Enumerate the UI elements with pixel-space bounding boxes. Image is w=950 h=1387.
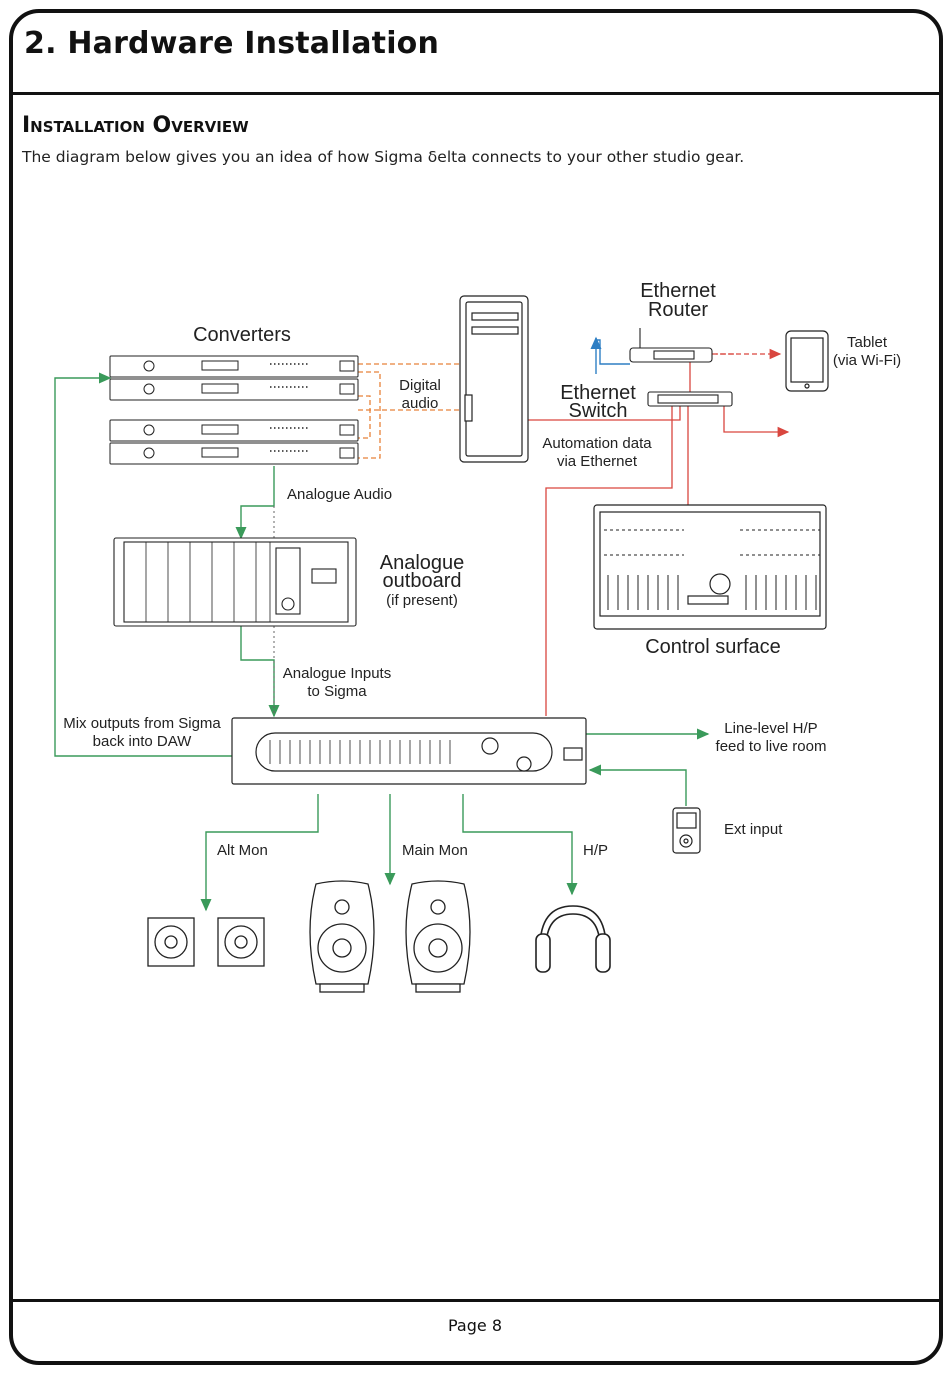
tablet-label-2: (via Wi-Fi) [833, 352, 901, 369]
page-number: Page 8 [448, 1316, 502, 1335]
automation-label-2: via Ethernet [557, 453, 638, 470]
automation-label-1: Automation data [542, 435, 652, 452]
ethernet-router-label-2: Router [648, 299, 708, 321]
analogue-outboard-label-1: Analogue [380, 552, 465, 574]
headphones [535, 905, 611, 973]
main-mon-label: Main Mon [402, 842, 468, 859]
ext-input-label: Ext input [724, 821, 783, 838]
digital-audio-label-1: Digital [399, 377, 441, 394]
ethernet-switch [647, 391, 733, 407]
analogue-outboard-rack [113, 537, 357, 627]
ethernet-lines [528, 348, 790, 716]
footer-rule [9, 1299, 943, 1302]
line-level-label-2: feed to live room [716, 738, 827, 755]
wifi-line [596, 339, 630, 365]
main-mon-speakers [309, 880, 471, 993]
control-surface-faders [607, 575, 817, 610]
analogue-inputs-label-1: Analogue Inputs [283, 665, 391, 682]
line-level-label-1: Line-level H/P [724, 720, 817, 737]
ethernet-router [629, 328, 713, 363]
page-title: 2. Hardware Installation [24, 26, 440, 61]
mix-outputs-label-2: back into DAW [93, 733, 192, 750]
sigma-delta-unit [231, 717, 587, 785]
outboard-modules [145, 542, 271, 622]
if-present-label: (if present) [386, 592, 458, 609]
section-title: Installation Overview [22, 113, 249, 138]
computer-tower [459, 295, 529, 463]
digital-audio-lines [358, 363, 460, 459]
ethernet-switch-label-2: Switch [569, 400, 628, 422]
tablet [785, 330, 829, 392]
analogue-inputs-label-2: to Sigma [307, 683, 367, 700]
control-surface [593, 504, 827, 630]
tablet-label-1: Tablet [847, 334, 888, 351]
converter-rack [109, 355, 359, 465]
header-rule [9, 92, 943, 95]
hp-label: H/P [583, 842, 608, 859]
control-surface-label: Control surface [645, 636, 781, 658]
alt-mon-speakers [147, 917, 265, 967]
analogue-lines [54, 372, 710, 912]
alt-mon-label: Alt Mon [217, 842, 268, 859]
analogue-outboard-label-2: outboard [383, 570, 462, 592]
analogue-audio-label: Analogue Audio [287, 486, 392, 503]
ethernet-switch-label-1: Ethernet [560, 382, 636, 404]
intro-text: The diagram below gives you an idea of h… [22, 148, 745, 166]
control-surface-knobs [604, 529, 820, 556]
ethernet-router-label-1: Ethernet [640, 280, 716, 302]
digital-audio-label-2: audio [402, 395, 439, 412]
converters-label: Converters [193, 324, 291, 346]
page-frame [9, 9, 943, 1365]
mix-outputs-label-1: Mix outputs from Sigma [63, 715, 221, 732]
ext-input-device [672, 807, 701, 854]
sigma-channel-strips [269, 740, 451, 764]
